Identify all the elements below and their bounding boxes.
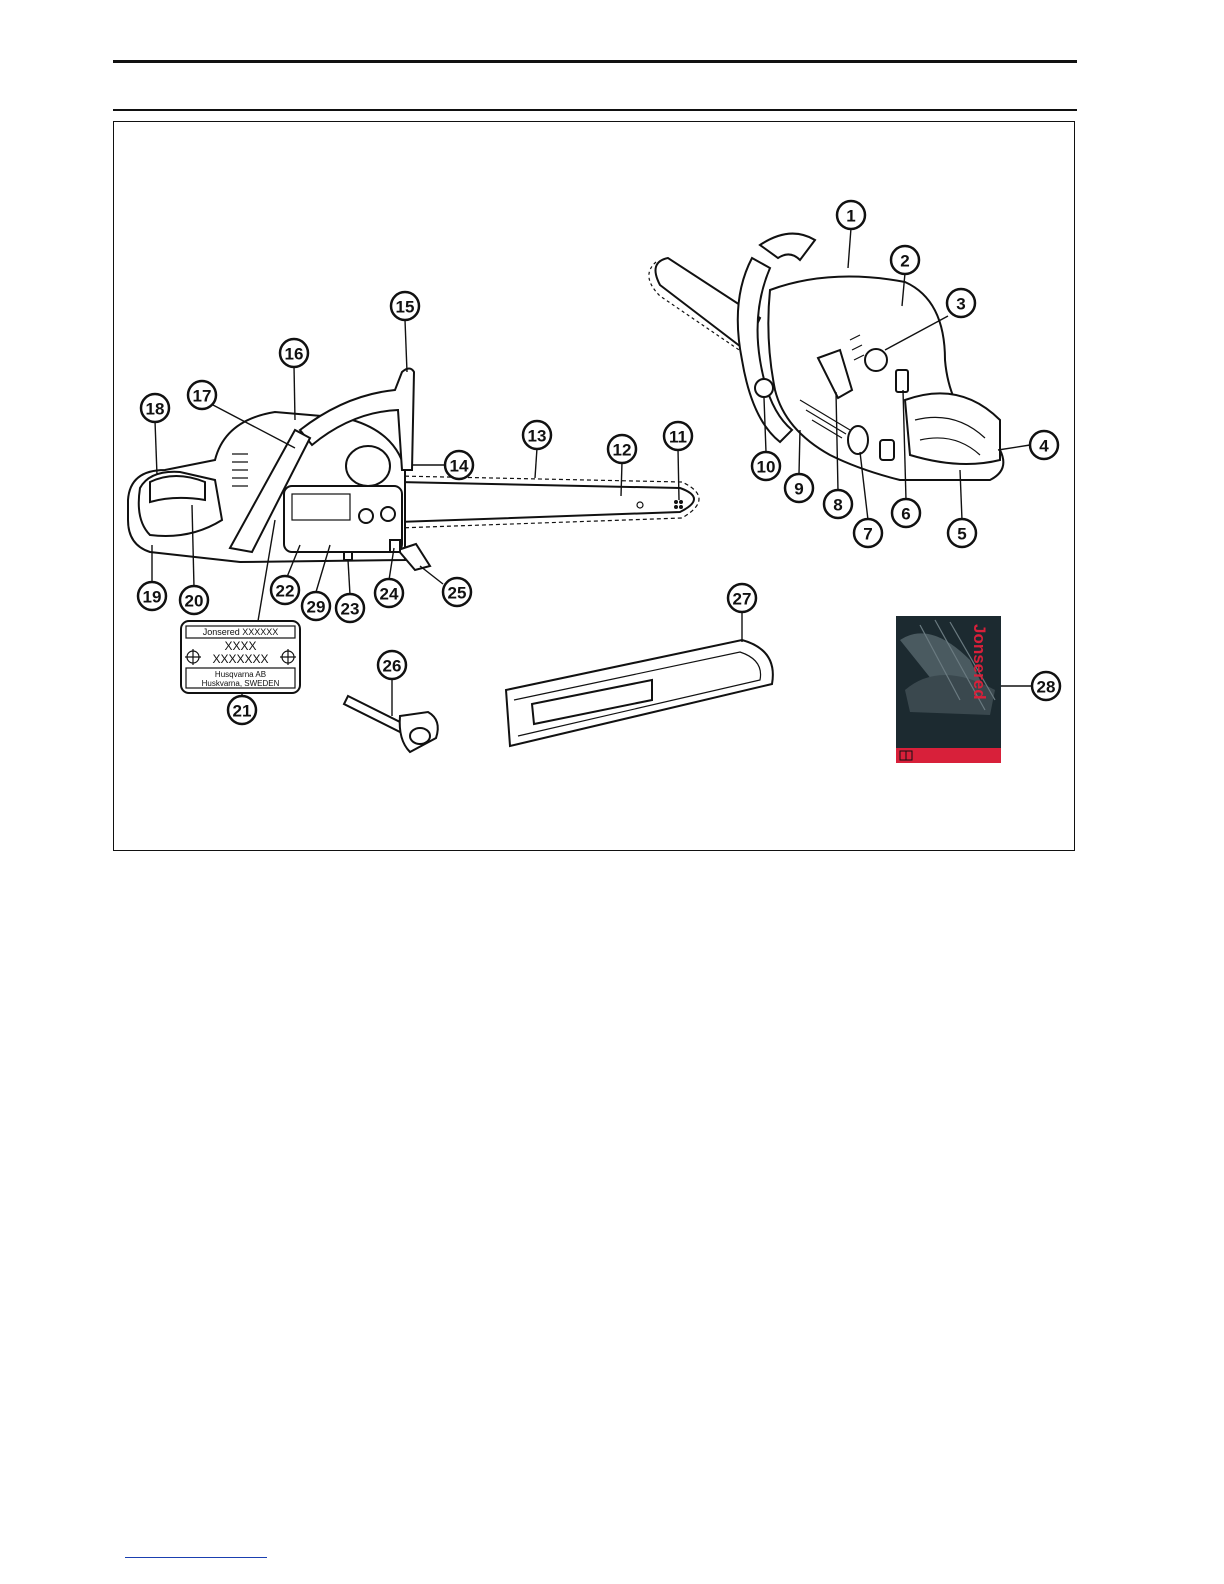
chain-catcher xyxy=(344,552,352,560)
callout-number: 15 xyxy=(396,298,415,317)
callout-3: 3 xyxy=(947,289,975,317)
callout-number: 29 xyxy=(307,598,326,617)
front-handle-top xyxy=(760,234,815,260)
callout-number: 11 xyxy=(669,428,687,447)
callout-number: 26 xyxy=(383,657,402,676)
callout-5: 5 xyxy=(948,519,976,547)
callout-15: 15 xyxy=(391,292,419,320)
callout-18: 18 xyxy=(141,394,169,422)
callout-number: 25 xyxy=(448,584,467,603)
callout-number: 22 xyxy=(276,582,295,601)
callout-2: 2 xyxy=(891,246,919,274)
callout-number: 8 xyxy=(833,496,842,515)
callout-28: 28 xyxy=(1032,672,1060,700)
bar-nut-2 xyxy=(381,507,395,521)
callout-25: 25 xyxy=(443,578,471,606)
callout-number: 1 xyxy=(846,207,855,226)
throttle-trigger xyxy=(150,476,205,502)
callout-number: 28 xyxy=(1037,678,1056,697)
bar-guard xyxy=(506,640,773,746)
plate-code-text: XXXX xyxy=(224,639,256,653)
rear-handle-front xyxy=(905,393,1000,464)
callout-26: 26 xyxy=(378,651,406,679)
callout-number: 9 xyxy=(794,480,803,499)
callout-number: 21 xyxy=(233,702,252,721)
callout-number: 4 xyxy=(1039,437,1049,456)
plate-model-text: Jonsered XXXXXX xyxy=(203,627,279,637)
callout-number: 24 xyxy=(380,585,399,604)
callout-16: 16 xyxy=(280,339,308,367)
callout-11: 11 xyxy=(664,422,692,450)
callout-7: 7 xyxy=(854,519,882,547)
callout-10: 10 xyxy=(752,452,780,480)
plate-manufacturer-text: Husqvarna AB xyxy=(215,670,266,679)
bar-nut-1 xyxy=(359,509,373,523)
bucking-spike xyxy=(398,544,430,570)
callout-number: 27 xyxy=(733,590,752,609)
decompression-valve xyxy=(865,349,887,371)
callout-21: 21 xyxy=(228,696,256,724)
rating-plate: Jonsered XXXXXX XXXX XXXXXXX Husqvarna A… xyxy=(181,621,300,693)
callout-number: 6 xyxy=(901,505,910,524)
manual-brand-text: Jonsered xyxy=(970,624,989,700)
operators-manual: Jonsered xyxy=(896,616,1001,763)
callout-number: 7 xyxy=(863,525,872,544)
callout-27: 27 xyxy=(728,584,756,612)
callout-6: 6 xyxy=(892,499,920,527)
oil-cap xyxy=(880,440,894,460)
callout-number: 5 xyxy=(957,525,966,544)
callout-number: 14 xyxy=(450,457,469,476)
combination-spanner xyxy=(344,696,438,752)
callout-14: 14 xyxy=(445,451,473,479)
callout-number: 17 xyxy=(193,387,212,406)
chainsaw-front-view xyxy=(649,234,1003,480)
fuel-cap xyxy=(848,426,868,454)
choke-control xyxy=(896,370,908,392)
callout-1: 1 xyxy=(837,201,865,229)
callout-20: 20 xyxy=(180,586,208,614)
front-hand-guard-pivot xyxy=(755,379,773,397)
callout-12: 12 xyxy=(608,435,636,463)
callout-number: 16 xyxy=(285,345,304,364)
callout-number: 13 xyxy=(528,427,547,446)
callout-19: 19 xyxy=(138,582,166,610)
callout-number: 3 xyxy=(956,295,965,314)
plate-address-text: Huskvarna, SWEDEN xyxy=(202,679,280,688)
footer-link-underline[interactable] xyxy=(125,1557,267,1558)
callout-23: 23 xyxy=(336,594,364,622)
guide-bar-side xyxy=(398,482,694,522)
callout-29: 29 xyxy=(302,592,330,620)
callout-8: 8 xyxy=(824,490,852,518)
callout-number: 19 xyxy=(143,588,162,607)
callout-13: 13 xyxy=(523,421,551,449)
callout-number: 2 xyxy=(900,252,909,271)
cylinder-cover xyxy=(346,446,390,486)
callout-number: 23 xyxy=(341,600,360,619)
callout-number: 10 xyxy=(757,458,776,477)
chain-tensioner xyxy=(390,540,400,552)
callout-number: 20 xyxy=(185,592,204,611)
callout-number: 18 xyxy=(146,400,165,419)
callout-4: 4 xyxy=(1030,431,1058,459)
callout-9: 9 xyxy=(785,474,813,502)
callout-17: 17 xyxy=(188,381,216,409)
callout-22: 22 xyxy=(271,576,299,604)
callout-number: 12 xyxy=(613,441,632,460)
plate-serial-text: XXXXXXX xyxy=(212,652,268,666)
callout-24: 24 xyxy=(375,579,403,607)
